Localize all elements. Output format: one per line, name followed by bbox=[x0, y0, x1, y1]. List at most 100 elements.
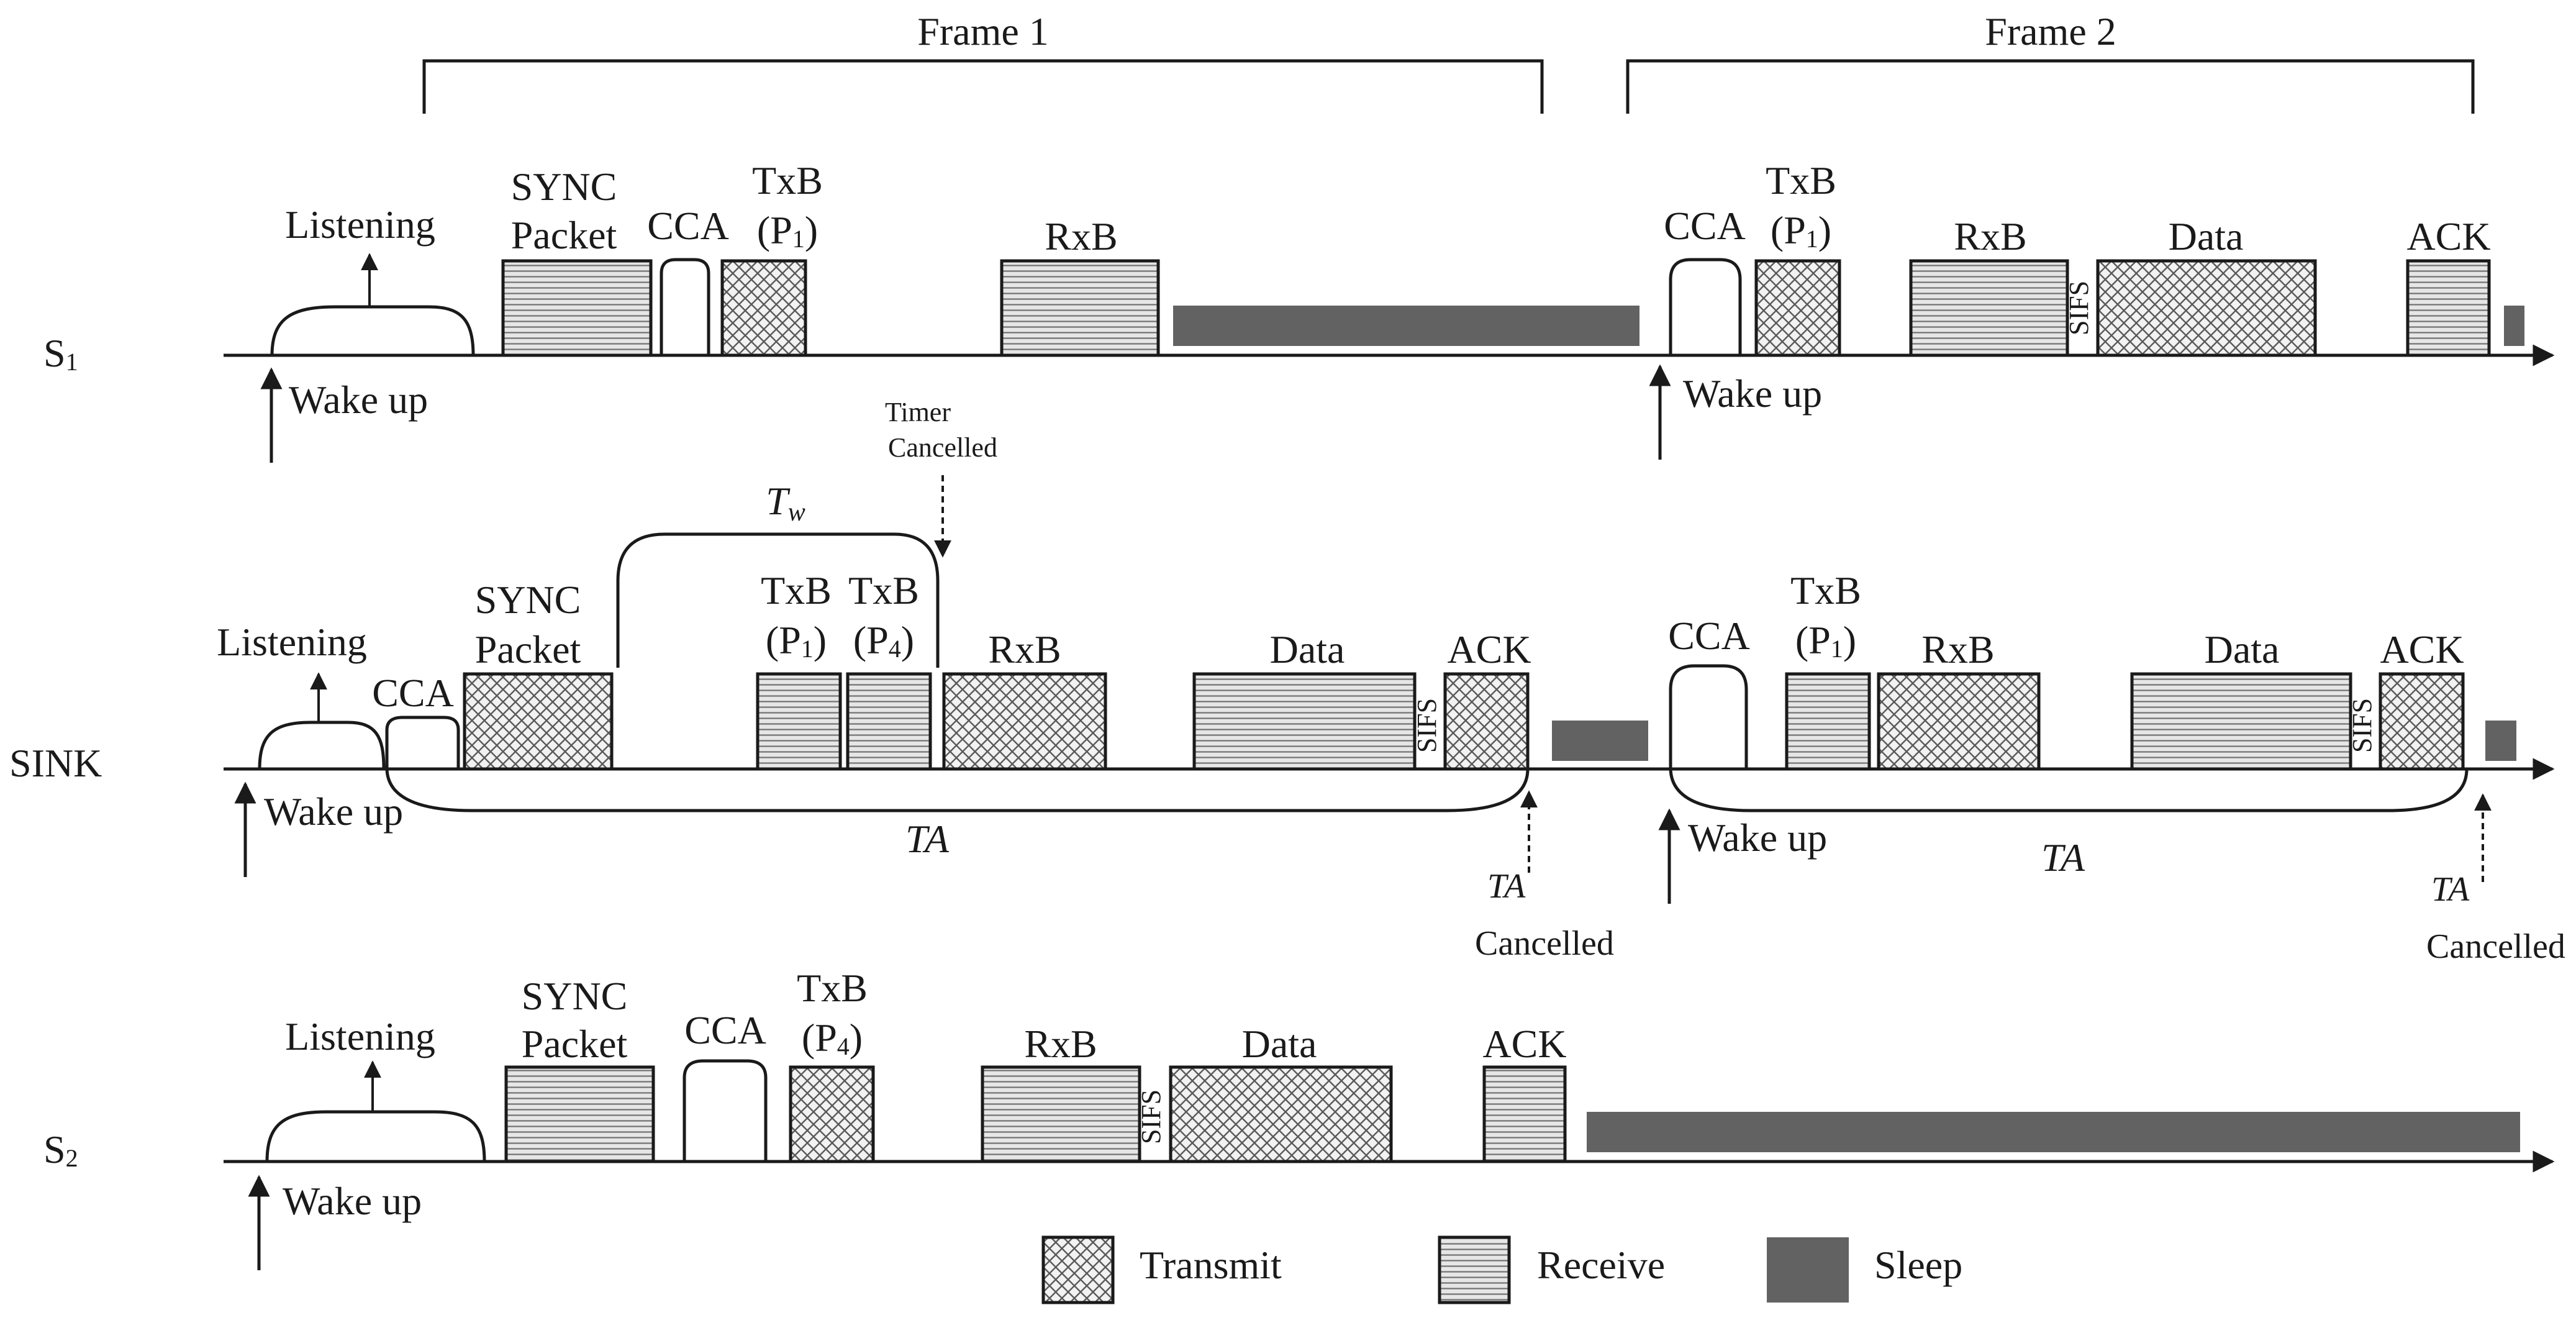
s1-txb2-label: TxB bbox=[1766, 158, 1836, 202]
sink-txb2-param: (P4) bbox=[853, 618, 914, 663]
s1-sync-label: SYNC bbox=[511, 165, 617, 209]
sink-ta2-cancel-label: Cancelled bbox=[2426, 927, 2565, 966]
sink-sleep-bar-2 bbox=[2485, 721, 2516, 761]
s2-txb-param: (P4) bbox=[802, 1016, 863, 1060]
sink-packet-label: Packet bbox=[475, 627, 581, 671]
s2-txb-label: TxB bbox=[797, 966, 868, 1010]
s1-row-label: S1 bbox=[43, 331, 78, 376]
frame2-label: Frame 2 bbox=[1985, 9, 2116, 53]
s1-ack-label: ACK bbox=[2406, 214, 2490, 258]
s2-packet-label: Packet bbox=[522, 1022, 628, 1066]
s2-row-label: S2 bbox=[43, 1127, 78, 1172]
sink-ta2-label: TA bbox=[2041, 835, 2085, 880]
s2-sifs-label: SIFS bbox=[1136, 1089, 1166, 1144]
sink-ta1-cancel-label: Cancelled bbox=[1475, 924, 1614, 963]
s1-cca-label: CCA bbox=[647, 204, 729, 248]
sink-sifs1-label: SIFS bbox=[1412, 698, 1442, 753]
sink-ta2-brace bbox=[1669, 768, 2469, 812]
sink-rxb2-label: RxB bbox=[1921, 627, 1994, 671]
sink-row-label: SINK bbox=[9, 741, 102, 785]
s1-txb-param: (P1) bbox=[757, 208, 818, 253]
sink-txb1-param: (P1) bbox=[766, 618, 827, 663]
sink-txb1-receive-block bbox=[756, 672, 842, 771]
s1-txb-transmit-block bbox=[720, 259, 807, 357]
s2-ack-label: ACK bbox=[1482, 1022, 1566, 1066]
s1-listening-label: Listening bbox=[285, 202, 435, 247]
sink-txb1-label: TxB bbox=[761, 568, 832, 612]
sink-data2-receive-block bbox=[2130, 672, 2352, 771]
s1-sync-receive-block bbox=[501, 259, 653, 357]
sink-wakeup2-label: Wake up bbox=[1688, 816, 1827, 860]
legend-receive-label: Receive bbox=[1537, 1243, 1665, 1287]
sink-timer-label: Timer bbox=[885, 397, 951, 427]
s1-rxb2-receive-block bbox=[1909, 259, 2069, 357]
sink-sifs2-label: SIFS bbox=[2347, 698, 2377, 753]
s2-txb-transmit-block bbox=[789, 1065, 875, 1163]
s2-sync-receive-block bbox=[504, 1065, 655, 1163]
s2-sync-label: SYNC bbox=[522, 974, 628, 1018]
legend-sleep-label: Sleep bbox=[1874, 1243, 1962, 1287]
sink-wakeup-label: Wake up bbox=[264, 789, 403, 834]
sink-cca-shape bbox=[385, 716, 460, 769]
row-s2: S2 Listening Wake up SYNC Packet CCA TxB… bbox=[43, 966, 2555, 1270]
s2-listening-label: Listening bbox=[285, 1014, 435, 1058]
s2-rxb-label: RxB bbox=[1024, 1022, 1097, 1066]
sink-ta1-cancel-ta: TA bbox=[1487, 867, 1526, 906]
sink-listening-shape bbox=[258, 721, 386, 770]
sink-ack1-transmit-block bbox=[1443, 672, 1530, 771]
sink-ack2-label: ACK bbox=[2380, 627, 2464, 671]
legend-receive-swatch bbox=[1438, 1235, 1511, 1304]
frame1-bracket: Frame 1 bbox=[422, 9, 1544, 114]
s2-data-label: Data bbox=[1242, 1022, 1317, 1066]
sink-tw-label: Tw bbox=[766, 479, 805, 527]
s1-data-transmit-block bbox=[2096, 259, 2317, 357]
sink-cca2-shape bbox=[1669, 664, 1748, 769]
s1-wakeup-label: Wake up bbox=[289, 378, 428, 422]
sink-listening-label: Listening bbox=[217, 620, 367, 664]
frame1-label: Frame 1 bbox=[917, 9, 1049, 53]
row-sink: SINK Listening Wake up CCA SYNC Packet T… bbox=[9, 397, 2565, 966]
sink-ta1-brace bbox=[385, 768, 1530, 812]
s2-cca-label: CCA bbox=[684, 1008, 766, 1052]
sink-ta2-cancel-ta: TA bbox=[2431, 870, 2470, 909]
s2-data-transmit-block bbox=[1169, 1065, 1393, 1163]
s2-rxb-receive-block bbox=[981, 1065, 1141, 1163]
sink-txb2-label: TxB bbox=[848, 568, 919, 612]
sink-cancelled-label: Cancelled bbox=[888, 432, 997, 463]
s1-packet-label: Packet bbox=[511, 213, 617, 257]
sink-sleep-bar bbox=[1552, 721, 1648, 761]
s1-sifs-label: SIFS bbox=[2064, 281, 2094, 335]
sink-ack1-label: ACK bbox=[1447, 627, 1531, 671]
s2-ack-receive-block bbox=[1482, 1065, 1567, 1163]
sink-sync-transmit-block bbox=[463, 672, 614, 771]
s2-wakeup-label: Wake up bbox=[283, 1179, 422, 1223]
s1-wakeup2-label: Wake up bbox=[1683, 371, 1822, 416]
s1-cca2-shape bbox=[1669, 258, 1742, 355]
s2-cca-shape bbox=[683, 1059, 768, 1162]
sink-rxb1-transmit-block bbox=[942, 672, 1107, 771]
s1-txb2-param: (P1) bbox=[1771, 208, 1831, 253]
s2-listening-shape bbox=[265, 1110, 486, 1162]
sink-ack2-transmit-block bbox=[2379, 672, 2465, 771]
sink-cca-label: CCA bbox=[372, 671, 454, 715]
frame2-bracket: Frame 2 bbox=[1626, 9, 2475, 114]
s2-sleep-bar bbox=[1587, 1112, 2520, 1152]
s1-sleep-bar-2 bbox=[2504, 306, 2524, 346]
s1-rxb-label: RxB bbox=[1045, 214, 1117, 258]
sink-ta1-label: TA bbox=[905, 817, 950, 861]
s1-cca2-label: CCA bbox=[1664, 204, 1746, 248]
legend-transmit-swatch bbox=[1041, 1235, 1115, 1304]
sink-tw-bracket bbox=[616, 532, 940, 668]
sink-data1-receive-block bbox=[1192, 672, 1417, 771]
legend-sleep-swatch bbox=[1767, 1237, 1849, 1303]
sink-txb2-receive-block bbox=[846, 672, 932, 771]
sink-rxb2-transmit-block bbox=[1877, 672, 2041, 771]
s1-txb2-transmit-block bbox=[1754, 259, 1841, 357]
sink-txb3-param: (P1) bbox=[1795, 618, 1856, 663]
legend-transmit-label: Transmit bbox=[1140, 1243, 1282, 1287]
s1-cca-shape bbox=[660, 258, 710, 355]
s1-data-label: Data bbox=[2169, 214, 2244, 258]
legend: Transmit Receive Sleep bbox=[1041, 1235, 1962, 1304]
